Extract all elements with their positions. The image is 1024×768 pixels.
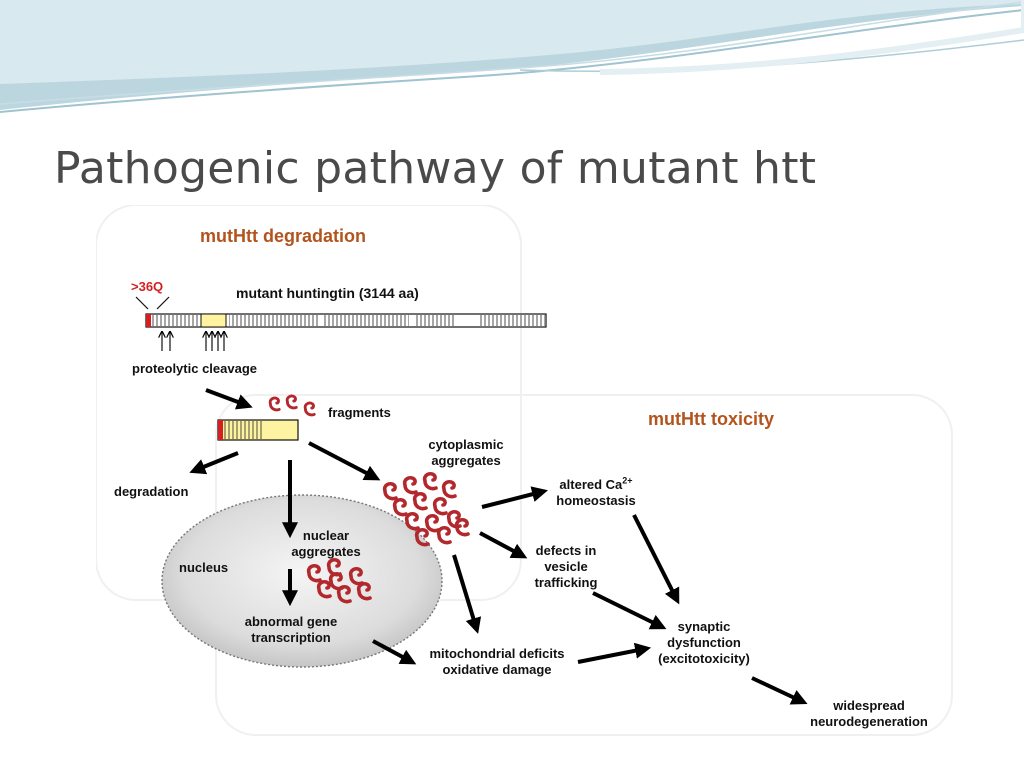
slide-title: Pathogenic pathway of mutant htt: [54, 143, 817, 194]
proteolytic-cleavage-label: proteolytic cleavage: [132, 361, 257, 376]
vesicle-trafficking-label: defects in vesicle trafficking: [534, 543, 598, 590]
degradation-label: degradation: [114, 484, 189, 499]
cytoplasmic-aggregates-label: cytoplasmic aggregates: [428, 437, 504, 468]
synaptic-dysfunction-label: synaptic dysfunction (excitotoxicity): [658, 619, 750, 666]
abnormal-transcription-label: abnormal gene transcription: [244, 614, 338, 645]
mutant-huntingtin-bar: [145, 313, 547, 328]
pathway-diagram: mutHtt degradation mutHtt toxicity >36Q …: [96, 205, 954, 740]
nuclear-aggregates-label: nuclear aggregates: [291, 528, 361, 559]
cleavage-site-arrows: [162, 332, 224, 351]
fragment-box: [217, 419, 299, 441]
toxicity-header: mutHtt toxicity: [648, 409, 774, 429]
nucleus-ellipse: [161, 494, 443, 668]
protein-name-label: mutant huntingtin (3144 aa): [236, 285, 419, 301]
calcium-homeostasis-label: altered Ca2+ homeostasis: [556, 475, 636, 508]
fragments-label: fragments: [328, 405, 391, 420]
nucleus-label: nucleus: [179, 560, 229, 575]
neurodegeneration-label: widespread neurodegeneration: [810, 698, 928, 729]
header-wave-decoration: [0, 0, 1024, 113]
mitochondrial-deficits-label: mitochondrial deficits oxidative damage: [429, 646, 565, 677]
polyq-repeat-label: >36Q: [131, 279, 164, 294]
pathway-arrows: [189, 388, 808, 705]
degradation-header: mutHtt degradation: [200, 226, 366, 246]
